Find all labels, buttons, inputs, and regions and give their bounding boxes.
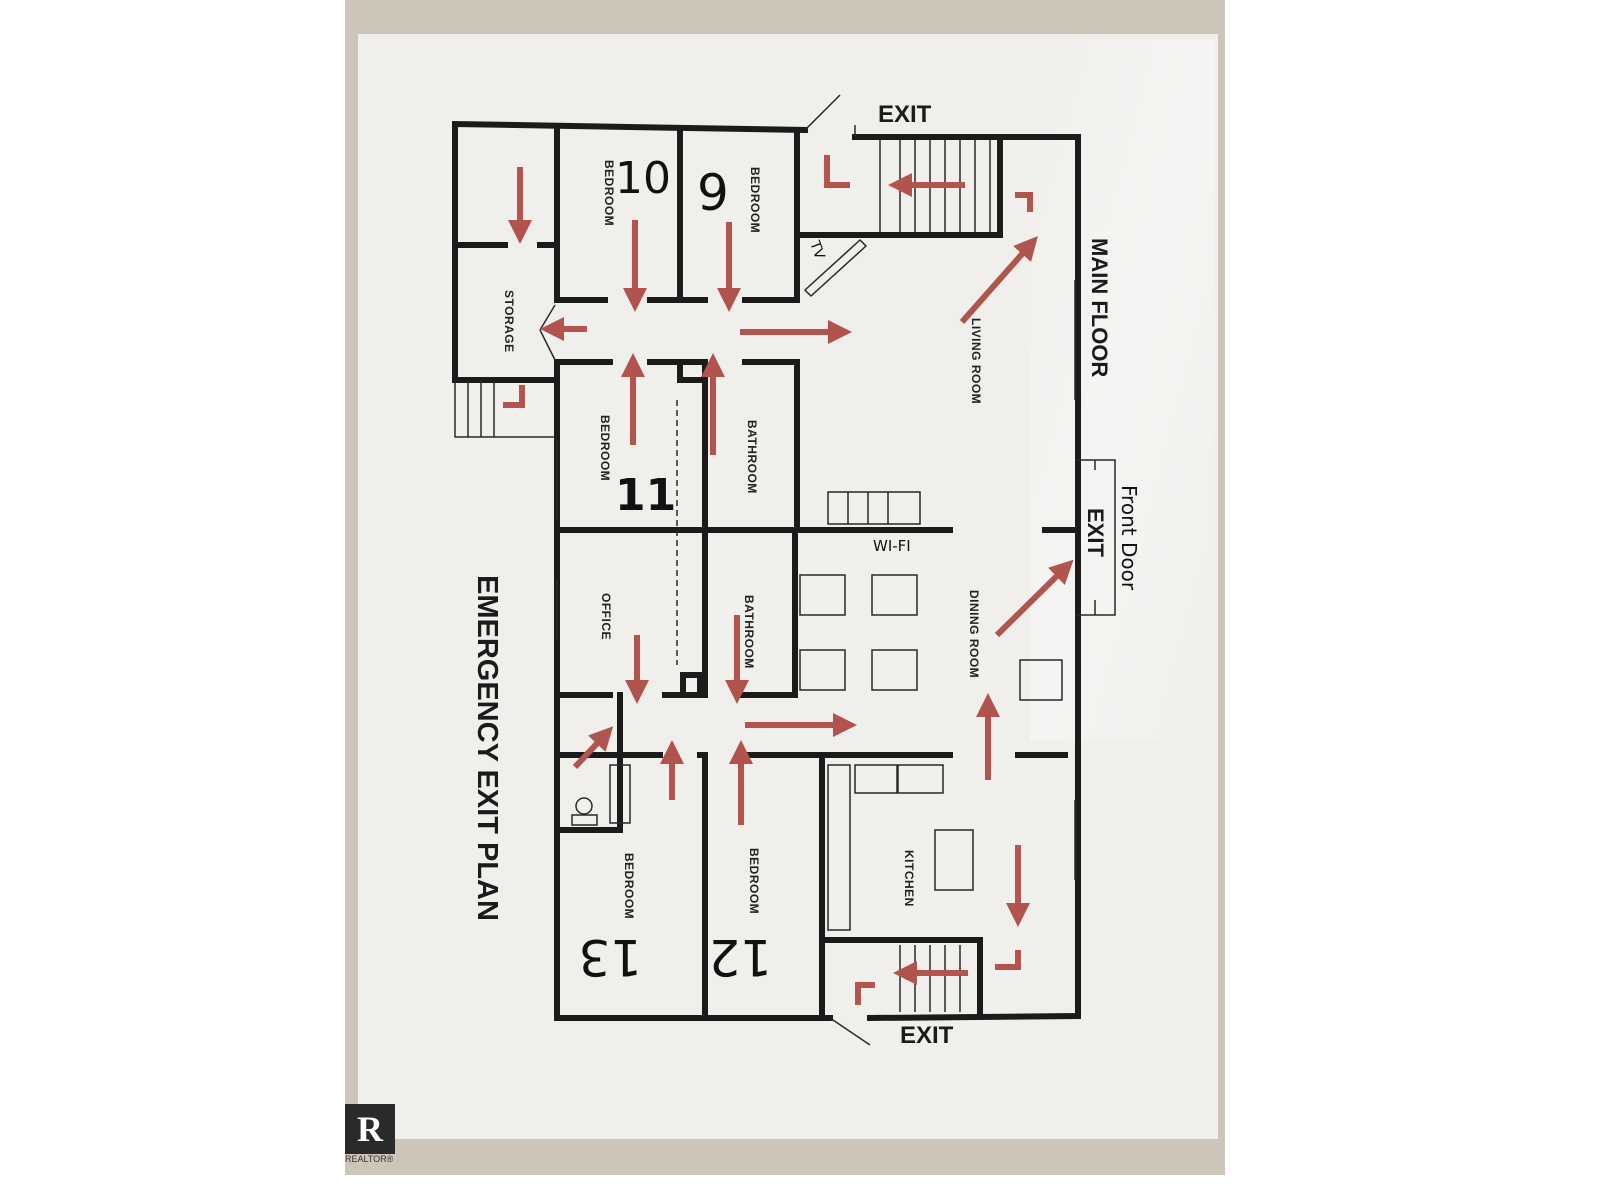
room-number-13: 13 [578, 928, 642, 986]
stairs-storage [454, 380, 555, 438]
exit-door-bottom [829, 1017, 871, 1046]
room-number-11: 11 [615, 470, 676, 521]
front-door-note: Front Door [1117, 485, 1141, 591]
room-label-bedroom-12: BEDROOM [747, 848, 761, 914]
room-label-dining-room: DINING ROOM [967, 590, 981, 678]
arrow-storage-stairs [503, 385, 525, 408]
room-number-12: 12 [708, 928, 772, 986]
room-label-bedroom-13: BEDROOM [622, 853, 636, 919]
room-label-bedroom-10: BEDROOM [602, 160, 616, 226]
exit-arrows [503, 155, 1074, 1005]
exit-door-top [804, 94, 856, 137]
exit-label-top: EXIT [878, 101, 932, 128]
tv-note: TV [806, 238, 828, 262]
room-label-kitchen: KITCHEN [902, 850, 916, 907]
tv-unit [803, 238, 868, 298]
room-label-bathroom-1: BATHROOM [745, 420, 759, 494]
dining-tables [799, 574, 1063, 701]
bathtub-toilet [571, 764, 631, 826]
room-label-office: OFFICE [599, 593, 613, 640]
room-label-living-room: LIVING ROOM [969, 318, 983, 404]
realtor-logo: R REALTOR® [345, 1104, 395, 1166]
arrow-bottom-exit [855, 982, 875, 1005]
room-label-storage: STORAGE [502, 290, 516, 353]
room-label-bedroom-9: BEDROOM [748, 167, 762, 233]
arrow-top-turn [824, 155, 850, 188]
plan-title: EMERGENCY EXIT PLAN [471, 575, 503, 921]
kitchen-island [934, 829, 974, 891]
arrow-living [959, 236, 1038, 324]
room-number-10: 10 [615, 153, 671, 204]
walls [452, 120, 1081, 1022]
realtor-r-icon: R [345, 1104, 395, 1154]
kitchen-cabinets [827, 764, 974, 931]
realtor-wordmark: REALTOR® [345, 1154, 394, 1164]
arrow-small-bath [572, 726, 614, 770]
arrow-stairs-bottom-turn [995, 950, 1021, 970]
wifi-note: WI-FI [873, 537, 911, 555]
arrow-stairs-turn [1015, 192, 1033, 212]
exit-label-front: EXIT [1083, 508, 1108, 557]
room-number-9: 9 [697, 164, 729, 222]
front-porch [1075, 459, 1116, 616]
sofa-icon [827, 491, 921, 525]
floor-label: MAIN FLOOR [1087, 238, 1112, 377]
exit-label-bottom: EXIT [900, 1022, 954, 1049]
arrow-front-door [994, 559, 1074, 638]
plastic-glare [1030, 40, 1215, 740]
room-label-bedroom-11: BEDROOM [598, 415, 612, 481]
room-label-bathroom-2: BATHROOM [742, 595, 756, 669]
